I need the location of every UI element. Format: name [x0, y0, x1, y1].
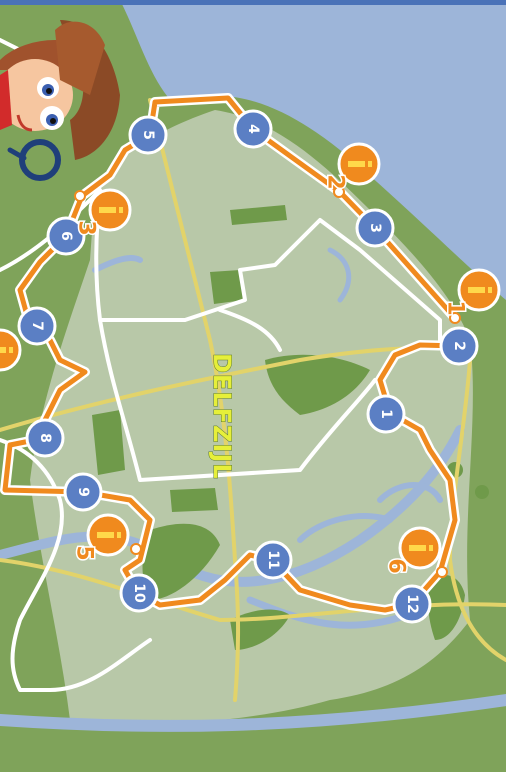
waypoint-circle	[392, 584, 432, 624]
route-waypoint-7[interactable]: 7	[17, 306, 57, 346]
waypoint-circle	[17, 306, 57, 346]
poi-marker-3[interactable]: 3	[72, 188, 132, 237]
waypoint-label: 7	[29, 321, 45, 331]
tour-route	[0, 93, 463, 615]
poi-number: 5	[72, 545, 97, 560]
poi-number: 6	[384, 558, 409, 573]
route-waypoint-12[interactable]: 12	[392, 584, 432, 624]
waypoint-label: 2	[451, 341, 467, 351]
explorer-boy-with-magnifier-icon	[0, 20, 120, 181]
waypoint-circle	[355, 208, 395, 248]
waypoint-circle	[233, 109, 273, 149]
route-waypoint-1[interactable]: 1	[366, 394, 406, 434]
route-waypoint-8[interactable]: 8	[25, 418, 65, 458]
waypoint-circle	[119, 573, 159, 613]
route-waypoint-11[interactable]: 11	[253, 540, 293, 580]
route-waypoint-4[interactable]: 4	[233, 109, 273, 149]
town-label: DELFZIJL	[208, 353, 236, 480]
route-waypoint-5[interactable]: 5	[128, 115, 168, 155]
poi-number: 3	[74, 220, 99, 235]
waypoint-label: 8	[37, 433, 53, 443]
waypoint-circle	[366, 394, 406, 434]
poi-marker-5[interactable]: 5	[70, 513, 130, 562]
town-area	[30, 110, 473, 724]
waypoint-circle	[128, 115, 168, 155]
route-waypoint-2[interactable]: 2	[439, 326, 479, 366]
waypoint-label: 4	[245, 124, 261, 134]
waypoint-label: 12	[404, 594, 420, 613]
canals	[0, 247, 506, 732]
route-waypoint-6[interactable]: 6	[46, 216, 86, 256]
waypoint-label: 5	[140, 130, 156, 140]
exclamation-icon	[0, 347, 13, 353]
poi-marker-2[interactable]: 2	[321, 142, 381, 191]
waypoint-circle	[439, 326, 479, 366]
waypoint-label: 6	[58, 231, 74, 241]
exclamation-icon	[348, 161, 372, 167]
streets	[0, 38, 442, 692]
exclamation-icon	[468, 287, 492, 293]
poi-marker-1[interactable]: 1	[441, 268, 501, 317]
waypoint-circle	[25, 418, 65, 458]
exclamation-icon	[409, 545, 433, 551]
route-waypoint-10[interactable]: 10	[119, 573, 159, 613]
exclamation-icon	[97, 532, 121, 538]
top-bar	[0, 0, 506, 5]
poi-number: 2	[323, 174, 348, 189]
waypoint-label: 11	[265, 550, 281, 569]
poi-number: 1	[443, 300, 468, 315]
waypoint-label: 9	[75, 487, 91, 497]
waypoint-circle	[253, 540, 293, 580]
route-waypoint-9[interactable]: 9	[63, 472, 103, 512]
poi-marker-6[interactable]: 6	[382, 526, 442, 575]
exclamation-icon	[99, 207, 123, 213]
waypoint-label: 1	[378, 409, 394, 419]
waypoint-circle	[63, 472, 103, 512]
route-waypoint-3[interactable]: 3	[355, 208, 395, 248]
waypoint-label: 10	[131, 583, 147, 603]
waypoint-circle	[46, 216, 86, 256]
waypoint-label: 3	[367, 223, 383, 233]
poi-marker-4[interactable]: 4	[0, 328, 22, 376]
